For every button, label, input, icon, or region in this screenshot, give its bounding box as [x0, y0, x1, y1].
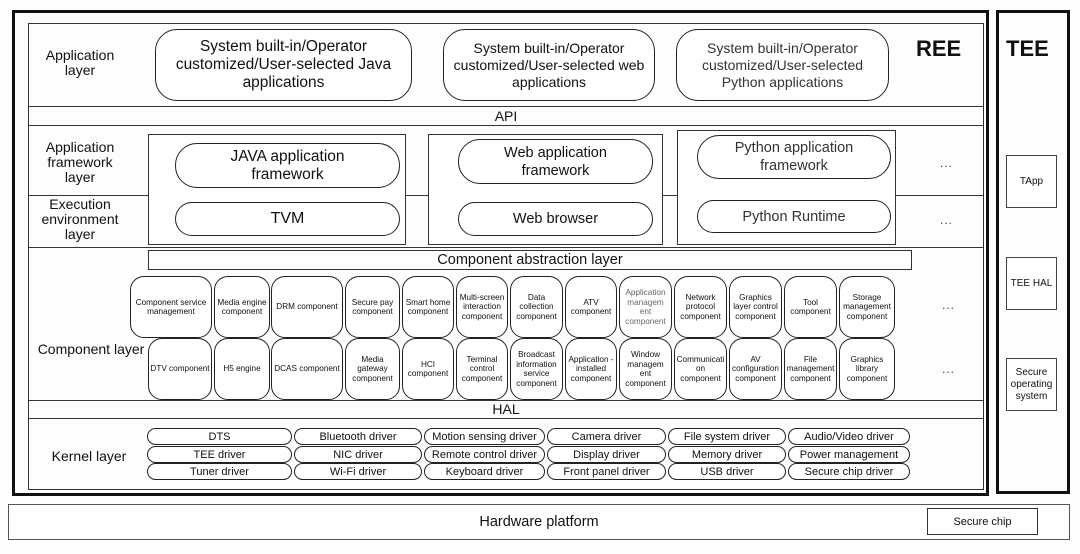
divider-api-top — [28, 106, 984, 107]
component-broadcast-information-service-component: Broadcast information service component — [510, 338, 563, 400]
web-apps-box: System built-in/Operator customized/User… — [443, 29, 655, 101]
component-smart-home-component: Smart home component — [402, 276, 454, 338]
hardware-platform-label: Hardware platform — [479, 514, 599, 530]
driver-front-panel-driver: Front panel driver — [547, 463, 666, 480]
execution-more: ... — [940, 213, 954, 227]
divider-exec-component — [28, 247, 984, 248]
tee-title: TEE — [1006, 36, 1049, 61]
python-runtime: Python Runtime — [697, 200, 891, 233]
component-dtv-component: DTV component — [148, 338, 212, 400]
divider-hal-top — [28, 400, 984, 401]
ree-inner-frame — [28, 23, 984, 490]
component-data-collection-component: Data collection component — [510, 276, 563, 338]
component-application-installed-component: Application -installed component — [565, 338, 617, 400]
driver-usb-driver: USB driver — [668, 463, 786, 480]
component-atv-component: ATV component — [565, 276, 617, 338]
execution-layer-label: Execution environment layer — [41, 196, 119, 242]
divider-hal-bottom — [28, 418, 984, 419]
component-secure-pay-component: Secure pay component — [345, 276, 400, 338]
component-window-managem-ent-component: Window managem ent component — [619, 338, 672, 400]
component-communicati-on-component: Communicati on component — [674, 338, 727, 400]
python-apps-box: System built-in/Operator customized/User… — [676, 29, 889, 101]
driver-audio-video-driver: Audio/Video driver — [788, 428, 910, 445]
hal-label: HAL — [492, 401, 520, 417]
driver-keyboard-driver: Keyboard driver — [424, 463, 545, 480]
tee-hal-box: TEE HAL — [1006, 257, 1057, 310]
component-layer-label: Component layer — [37, 341, 145, 357]
component-av-configuration-component: AV configuration component — [729, 338, 782, 400]
component-drm-component: DRM component — [271, 276, 343, 338]
secure-chip-box: Secure chip — [927, 508, 1038, 535]
component-storage-management-component: Storage management component — [839, 276, 895, 338]
component-hci-component: HCI component — [402, 338, 454, 400]
divider-api-bottom — [28, 125, 984, 126]
driver-tee-driver: TEE driver — [147, 446, 292, 463]
driver-display-driver: Display driver — [547, 446, 666, 463]
python-framework: Python application framework — [697, 135, 891, 179]
component-media-gateway-component: Media gateway component — [345, 338, 400, 400]
java-apps-box: System built-in/Operator customized/User… — [155, 29, 412, 101]
component-dcas-component: DCAS component — [271, 338, 343, 400]
component-h5-engine: H5 engine — [214, 338, 270, 400]
web-framework: Web application framework — [458, 139, 653, 184]
component-application-managem-ent-component: Application managem ent component — [619, 276, 672, 338]
driver-secure-chip-driver: Secure chip driver — [788, 463, 910, 480]
component-terminal-control-component: Terminal control component — [456, 338, 508, 400]
component-row2-more: ... — [942, 362, 956, 376]
driver-file-system-driver: File system driver — [668, 428, 786, 445]
framework-layer-label: Application framework layer — [45, 139, 115, 185]
ree-title: REE — [916, 36, 962, 61]
kernel-layer-label: Kernel layer — [51, 448, 127, 464]
component-component-service-management: Component service management — [130, 276, 212, 338]
driver-memory-driver: Memory driver — [668, 446, 786, 463]
component-network-protocol-component: Network protocol component — [674, 276, 727, 338]
component-multi-screen-interaction-component: Multi-screen interaction component — [456, 276, 508, 338]
ree-frame — [12, 10, 989, 496]
secure-os-box: Secure operating system — [1006, 358, 1057, 411]
framework-more: ... — [940, 156, 954, 170]
hardware-platform — [8, 504, 1070, 540]
driver-bluetooth-driver: Bluetooth driver — [294, 428, 422, 445]
component-graphics-library-component: Graphics library component — [839, 338, 895, 400]
driver-power-management: Power management — [788, 446, 910, 463]
driver-tuner-driver: Tuner driver — [147, 463, 292, 480]
component-row1-more: ... — [942, 298, 956, 312]
api-label: API — [494, 108, 518, 124]
component-abstraction-layer: Component abstraction layer — [148, 250, 912, 270]
driver-nic-driver: NIC driver — [294, 446, 422, 463]
component-tool-component: Tool component — [784, 276, 837, 338]
java-framework: JAVA application framework — [175, 143, 400, 188]
driver-wi-fi-driver: Wi-Fi driver — [294, 463, 422, 480]
tee-frame — [996, 10, 1070, 494]
driver-dts: DTS — [147, 428, 292, 445]
driver-camera-driver: Camera driver — [547, 428, 666, 445]
component-media-engine-component: Media engine component — [214, 276, 270, 338]
tvm: TVM — [175, 202, 400, 236]
driver-motion-sensing-driver: Motion sensing driver — [424, 428, 545, 445]
component-file-management-component: File management component — [784, 338, 837, 400]
component-graphics-layer-control-component: Graphics layer control component — [729, 276, 782, 338]
driver-remote-control-driver: Remote control driver — [424, 446, 545, 463]
application-layer-label: Application layer — [45, 47, 115, 78]
web-browser: Web browser — [458, 202, 653, 236]
tapp-box: TApp — [1006, 155, 1057, 208]
